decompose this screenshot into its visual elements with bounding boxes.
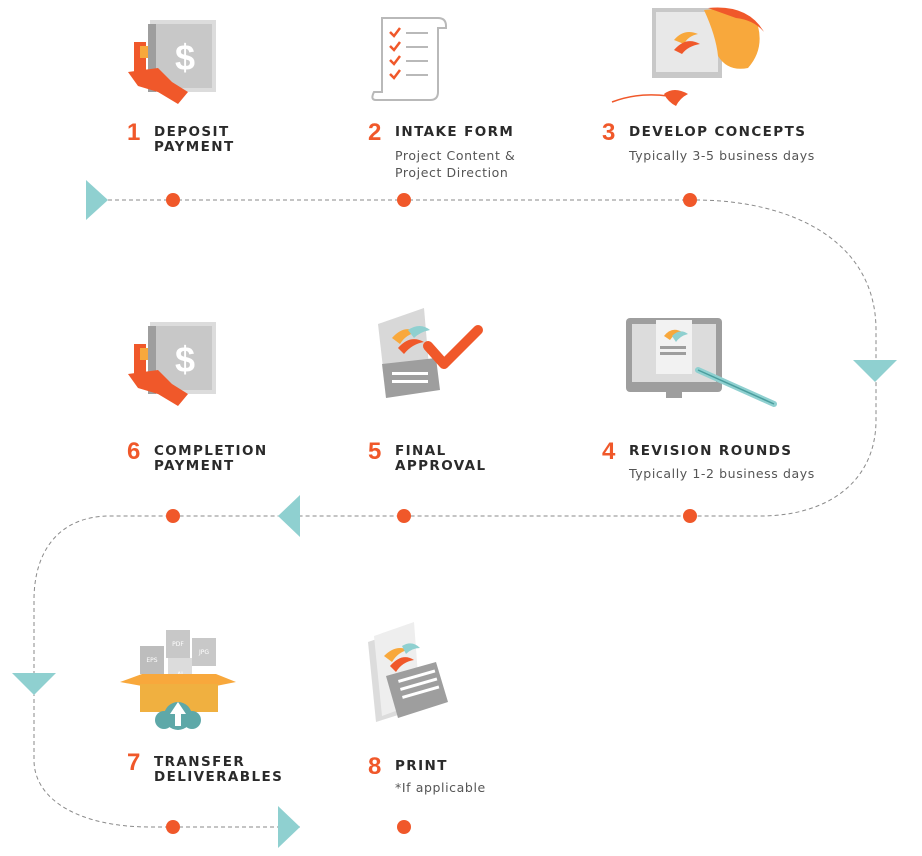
flow-dot (683, 193, 697, 207)
arrow-right-icon (278, 806, 300, 848)
flow-dot (166, 820, 180, 834)
flow-dot (683, 509, 697, 523)
monitor-pen-icon (626, 318, 777, 407)
deliverables-box-icon: PDF EPS JPG AI (120, 630, 236, 730)
flow-dot (166, 509, 180, 523)
step-subtitle: Typically 1-2 business days (629, 466, 815, 481)
arrow-down-icon (853, 360, 897, 382)
flow-dot (166, 193, 180, 207)
print-documents-icon (368, 622, 448, 722)
step-title: DEPOSIT PAYMENT (154, 124, 235, 155)
file-label: EPS (146, 657, 157, 664)
step-title: DEVELOP CONCEPTS (629, 124, 807, 140)
arrow-down-icon (12, 673, 56, 695)
flow-dot (397, 509, 411, 523)
checklist-scroll-icon (371, 17, 447, 101)
approval-check-icon (378, 308, 483, 398)
arrow-left-icon (278, 495, 300, 537)
designer-monitor-icon (611, 7, 764, 106)
step-title: FINAL APPROVAL (395, 443, 487, 474)
flow-dot (397, 820, 411, 834)
step-title: REVISION ROUNDS (629, 443, 793, 459)
step-number: 4 (602, 438, 616, 465)
file-label: PDF (172, 641, 184, 648)
step-title: COMPLETION PAYMENT (154, 443, 268, 474)
step-subtitle: Typically 3-5 business days (629, 148, 815, 163)
arrow-right-icon (86, 180, 108, 220)
step-subtitle: Project Content & Project Direction (395, 148, 516, 180)
step-number: 7 (127, 749, 141, 776)
step-number: 3 (602, 119, 616, 146)
svg-text:$: $ (175, 37, 195, 78)
step-number: 6 (127, 438, 141, 465)
step-number: 2 (368, 119, 382, 146)
payment-icon: $ (128, 322, 216, 406)
file-label: JPG (198, 649, 209, 656)
step-number: 1 (127, 119, 141, 146)
flow-dot (397, 193, 411, 207)
step-number: 8 (368, 753, 382, 780)
svg-text:$: $ (175, 339, 195, 380)
step-title: TRANSFER DELIVERABLES (154, 754, 284, 785)
step-number: 5 (368, 438, 382, 465)
flow-line (33, 199, 877, 828)
step-title: PRINT (395, 758, 448, 774)
step-title: INTAKE FORM (395, 124, 515, 140)
step-subtitle: *If applicable (395, 780, 486, 795)
payment-icon: $ (128, 20, 216, 104)
